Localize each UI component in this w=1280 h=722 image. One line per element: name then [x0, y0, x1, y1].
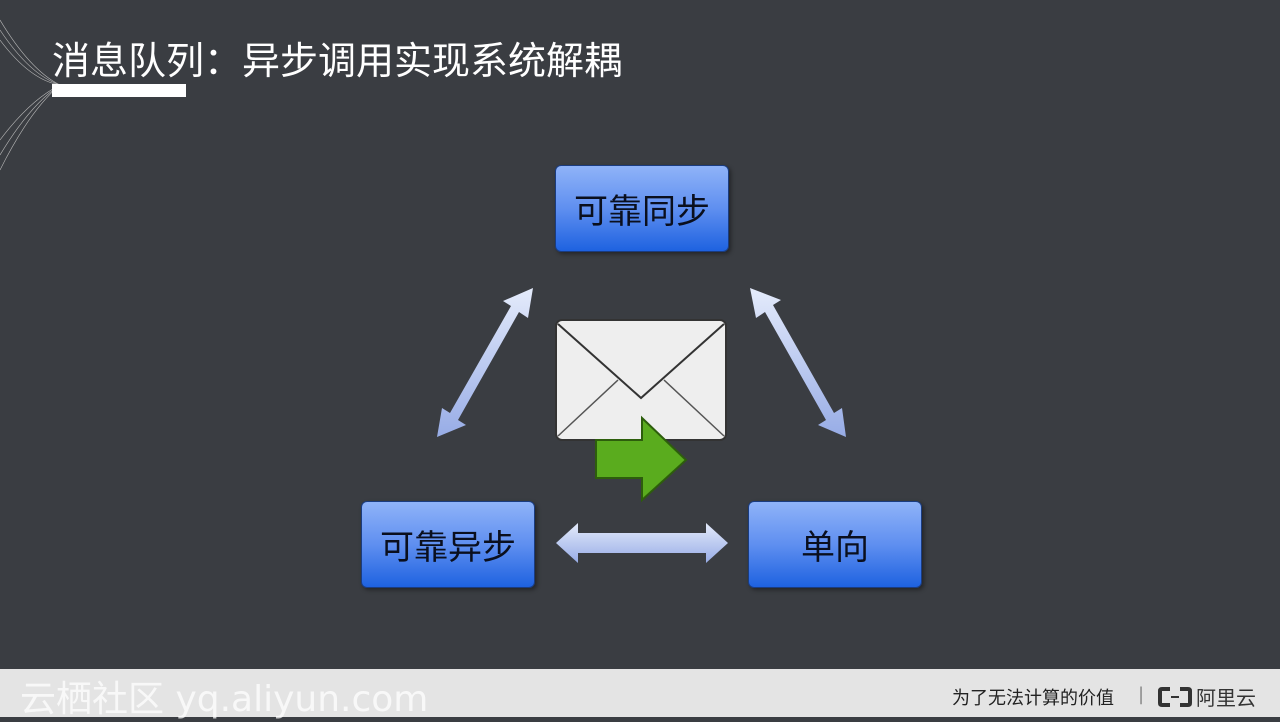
arrow-top-right	[750, 288, 846, 437]
arrow-left-top	[437, 288, 533, 437]
envelope-with-arrow-icon	[555, 319, 727, 503]
aliyun-logo-icon	[1158, 686, 1192, 707]
decorative-curves	[0, 19, 60, 171]
node-oneway: 单向	[748, 501, 922, 588]
node-reliable-sync: 可靠同步	[555, 165, 729, 252]
footer-slogan: 为了无法计算的价值	[952, 688, 1114, 709]
title-underline	[52, 84, 186, 97]
footer-bar	[0, 669, 1280, 717]
brand-logo: 阿里云	[1158, 682, 1256, 711]
watermark: 云栖社区 yq.aliyun.com	[20, 679, 429, 720]
brand-name: 阿里云	[1196, 686, 1256, 710]
arrow-left-right	[556, 523, 728, 563]
footer-separator: |	[1138, 684, 1145, 705]
node-reliable-async: 可靠异步	[361, 501, 535, 588]
slide-title: 消息队列：异步调用实现系统解耦	[52, 39, 623, 83]
